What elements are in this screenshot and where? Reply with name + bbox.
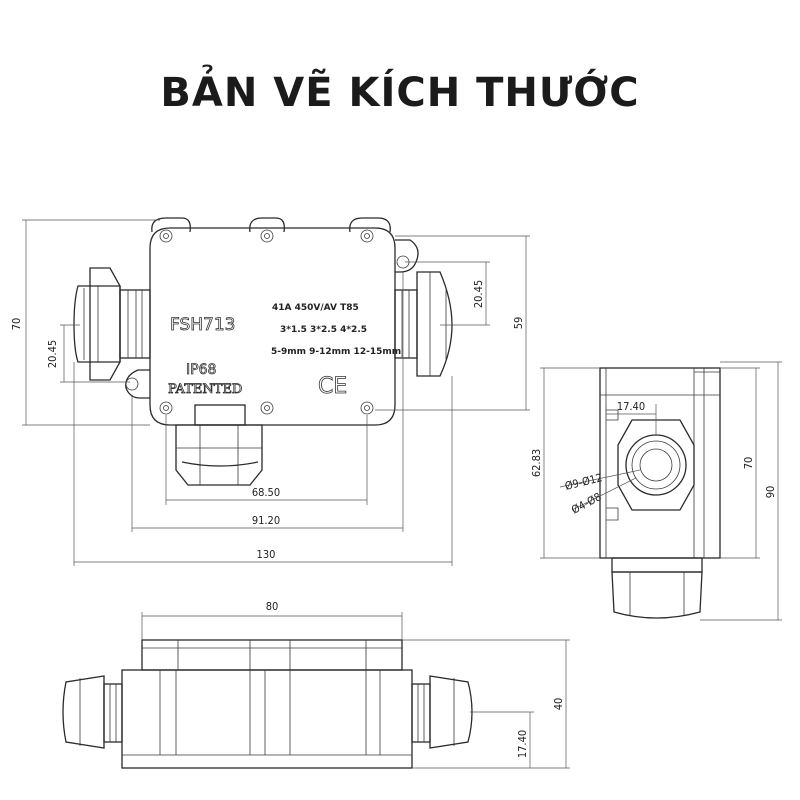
patented-label: PATENTED — [168, 382, 242, 397]
model-label: FSH713 — [170, 315, 236, 335]
top-lug — [349, 217, 391, 233]
top-lug — [249, 217, 285, 233]
bottom-dimensions: 80 40 17.40 — [141, 600, 570, 769]
dim-59: 59 — [512, 317, 525, 330]
dim-20-45-left: 20.45 — [46, 340, 59, 368]
ip-rating-label: IP68 — [186, 362, 216, 378]
right-cable-gland — [394, 271, 453, 377]
front-view: FSH713 41A 450V/AV T85 3*1.5 3*2.5 4*2.5… — [73, 217, 453, 486]
dim-70-left: 70 — [10, 318, 23, 331]
dim-20-45-right: 20.45 — [472, 280, 485, 308]
side-gland-hex — [617, 419, 695, 511]
dim-91-20: 91.20 — [252, 514, 280, 527]
ce-mark: CE — [318, 374, 347, 399]
dim-90-side: 90 — [764, 486, 777, 499]
wire-size-label: 3*1.5 3*2.5 4*2.5 — [280, 325, 367, 335]
side-dimensions: 17.40 62.83 70 90 Ø9-Ø12 Ø4-Ø8 — [530, 361, 782, 621]
dim-04-08: Ø4-Ø8 — [569, 490, 603, 516]
dim-80: 80 — [266, 600, 279, 613]
dim-09-012: Ø9-Ø12 — [564, 471, 604, 493]
bottom-lid — [141, 639, 403, 671]
rating-label: 41A 450V/AV T85 — [272, 303, 359, 313]
front-body — [149, 227, 396, 426]
cable-range-label: 5-9mm 9-12mm 12-15mm — [271, 347, 401, 357]
mount-ear-left — [125, 369, 150, 399]
left-cable-gland — [73, 267, 151, 381]
dim-130: 130 — [257, 548, 276, 561]
bottom-base — [121, 669, 413, 769]
side-view — [599, 367, 721, 619]
dim-62-83: 62.83 — [530, 449, 543, 477]
bottom-view — [62, 639, 473, 769]
dim-17-40-side: 17.40 — [617, 400, 645, 413]
top-lug — [151, 217, 191, 233]
page-title: BẢN VẼ KÍCH THƯỚC — [160, 70, 640, 116]
bottom-cable-gland — [175, 404, 263, 486]
dim-17-40-bottom: 17.40 — [516, 730, 529, 758]
dim-68-50: 68.50 — [252, 486, 280, 499]
dim-70-side: 70 — [742, 457, 755, 470]
dim-40: 40 — [552, 698, 565, 711]
front-dimensions: 70 20.45 20.45 59 68.50 91.20 130 — [10, 219, 530, 566]
